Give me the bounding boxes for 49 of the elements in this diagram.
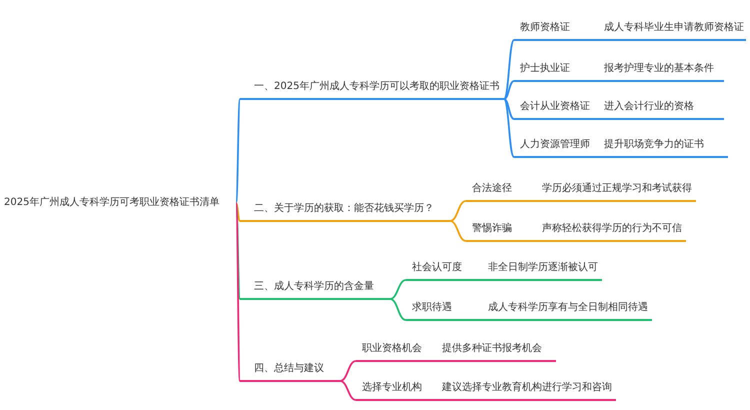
- topic-label: 教师资格证: [520, 20, 570, 35]
- branch-topic: 一、2025年广州成人专科学历可以考取的职业资格证书: [240, 78, 504, 100]
- branch-topic: 二、关于学历的获取：能否花钱买学历？: [240, 200, 450, 222]
- connector-line: [340, 380, 356, 401]
- detail-text: 建议选择专业教育机构进行学习和咨询: [442, 380, 612, 395]
- detail-text: 非全日制学历逐渐被认可: [488, 260, 598, 275]
- topic-label: 人力资源管理师: [520, 138, 590, 152]
- topic-label: 选择专业机构: [362, 380, 422, 395]
- topic-label: 求职待遇: [412, 300, 452, 315]
- leaf-topic: [514, 19, 746, 41]
- connector-line: [390, 279, 406, 300]
- detail-text: 成人专科学历享有与全日制相同待遇: [488, 300, 648, 315]
- topic-label: 会计从业资格证: [520, 100, 590, 114]
- leaf-topic: [356, 340, 556, 362]
- detail-text: 提升职场竞争力的证书: [604, 138, 704, 152]
- leaf-topic: [514, 98, 724, 120]
- detail-text: 声称轻松获得学历的行为不可信: [542, 222, 682, 236]
- connector-line: [503, 98, 515, 158]
- detail-text: 报考护理专业的基本条件: [604, 62, 714, 76]
- connector-line: [235, 202, 241, 382]
- branch-topic: 三、成人专科学历的含金量: [240, 278, 390, 300]
- connector-line: [450, 200, 466, 222]
- connector-line: [503, 39, 515, 100]
- detail-text: 进入会计行业的资格: [604, 100, 694, 114]
- connector-line: [504, 98, 514, 120]
- connector-line: [235, 202, 241, 300]
- leaf-topic: [514, 60, 724, 82]
- leaf-topic: [466, 180, 696, 202]
- connector-line: [235, 98, 241, 204]
- detail-text: 提供多种证书报考机会: [442, 342, 542, 356]
- connector-line: [235, 202, 241, 222]
- connector-line: [340, 360, 356, 382]
- topic-label: 警惕诈骗: [472, 222, 512, 236]
- topic-label: 护士执业证: [520, 62, 570, 76]
- connector-line: [504, 80, 514, 100]
- leaf-topic: [356, 379, 616, 401]
- detail-text: 学历必须通过正规学习和考试获得: [542, 182, 692, 196]
- connector-line: [450, 220, 466, 242]
- branch-topic: 四、总结与建议: [240, 360, 340, 382]
- topic-label: 社会认可度: [412, 260, 462, 275]
- leaf-topic: [406, 299, 652, 321]
- detail-text: 成人专科毕业生申请教师资格证: [604, 20, 744, 35]
- leaf-topic: [466, 220, 686, 242]
- connector-line: [390, 298, 406, 321]
- topic-label: 合法途径: [472, 182, 512, 196]
- root-topic: 2025年广州成人专科学历可考职业资格证书清单: [4, 194, 236, 216]
- leaf-topic: [514, 136, 728, 158]
- topic-label: 职业资格机会: [362, 342, 422, 356]
- leaf-topic: [406, 259, 602, 281]
